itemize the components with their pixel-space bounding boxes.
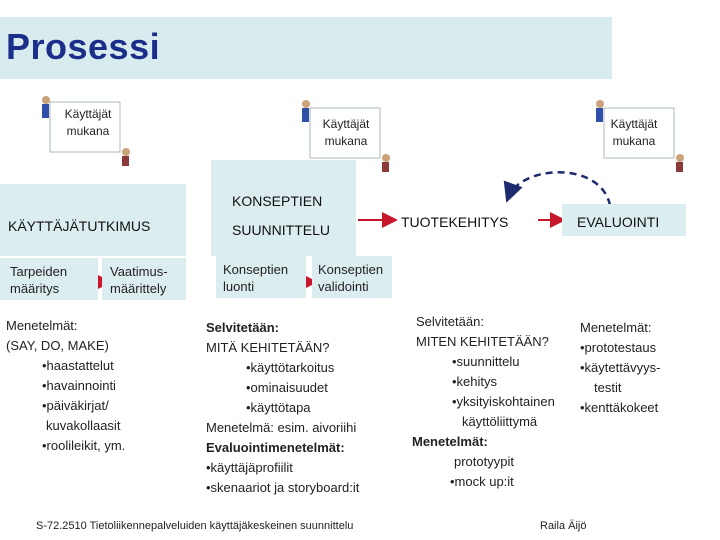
substep-requirements-box	[102, 258, 186, 300]
development-methods-item: prototyypit	[454, 454, 514, 469]
people-holding-sign-icon	[596, 100, 684, 172]
evaluation-methods-line: testit	[594, 380, 622, 395]
research-methods-line: (SAY, DO, MAKE)	[6, 338, 109, 353]
development-details-box: Selvitetään: MITEN KEHITETÄÄN? •suunnitt…	[412, 312, 564, 494]
substep-requirements: Vaatimus-määrittely	[110, 264, 168, 296]
research-methods-line: •havainnointi	[42, 378, 116, 393]
research-methods-heading: Menetelmät:	[6, 318, 78, 333]
concept-details-eval-item: •skenaariot ja storyboard:it	[206, 480, 360, 495]
stage-research-label: KÄYTTÄJÄTUTKIMUS	[8, 218, 151, 234]
development-methods-item: •mock up:it	[450, 474, 514, 489]
concept-details-item: •käyttötarkoitus	[246, 360, 335, 375]
concept-details-eval-heading: Evaluointimenetelmät:	[206, 440, 345, 455]
concept-details-item: •käyttötapa	[246, 400, 311, 415]
stage-concept-label-line2: SUUNNITTELU	[232, 222, 331, 238]
dashed-iteration-loop	[503, 171, 612, 206]
evaluation-methods-line: •kenttäkokeet	[580, 400, 659, 415]
evaluation-methods-line: •käytettävyys-	[580, 360, 661, 375]
footer-author: Raila Äijö	[540, 520, 587, 532]
development-details-item: •suunnittelu	[452, 354, 520, 369]
research-methods-line: •päiväkirjat/	[42, 398, 109, 413]
concept-details-eval-item: •käyttäjäprofiilit	[206, 460, 293, 475]
concept-details-box: Selvitetään: MITÄ KEHITETÄÄN? •käyttötar…	[206, 318, 398, 504]
stage-concept-label-line1: KONSEPTIEN	[232, 193, 323, 209]
development-details-question: MITEN KEHITETÄÄN?	[416, 334, 549, 349]
development-details-heading: Selvitetään:	[416, 314, 484, 329]
development-details-item: käyttöliittymä	[462, 414, 538, 429]
evaluation-methods-box: Menetelmät: •prototestaus •käytettävyys-…	[580, 318, 686, 422]
concept-details-question: MITÄ KEHITETÄÄN?	[206, 340, 330, 355]
page-title: Prosessi	[6, 26, 161, 67]
substep-needs-box	[0, 258, 98, 300]
development-details-item: •kehitys	[452, 374, 498, 389]
stage-development-label: TUOTEKEHITYS	[401, 214, 509, 230]
evaluation-methods-line: •prototestaus	[580, 340, 657, 355]
research-methods-line: •haastattelut	[42, 358, 114, 373]
stage-evaluation-box	[562, 204, 686, 236]
substep-concept-create-box	[216, 256, 306, 298]
footer-course: S-72.2510 Tietoliikennepalveluiden käytt…	[36, 520, 354, 532]
development-details-item: •yksityiskohtainen	[452, 394, 555, 409]
evaluation-methods-heading: Menetelmät:	[580, 320, 652, 335]
research-methods-line: kuvakollaasit	[46, 418, 121, 433]
concept-details-heading: Selvitetään:	[206, 320, 279, 335]
people-holding-sign-icon	[302, 100, 390, 172]
stage-evaluation-label: EVALUOINTI	[577, 214, 660, 230]
stage-research-box	[0, 184, 186, 256]
research-methods-line: •roolileikit, ym.	[42, 438, 126, 453]
title-bar	[0, 17, 612, 79]
substep-concept-validate-box	[312, 256, 392, 298]
people-holding-sign-icon	[42, 96, 130, 166]
development-methods-heading: Menetelmät:	[412, 434, 488, 449]
concept-details-method: Menetelmä: esim. aivoriihi	[206, 420, 357, 435]
research-methods-box: Menetelmät: (SAY, DO, MAKE) •haastattelu…	[6, 316, 184, 464]
stage-concept-box	[211, 160, 356, 256]
concept-details-item: •ominaisuudet	[246, 380, 328, 395]
